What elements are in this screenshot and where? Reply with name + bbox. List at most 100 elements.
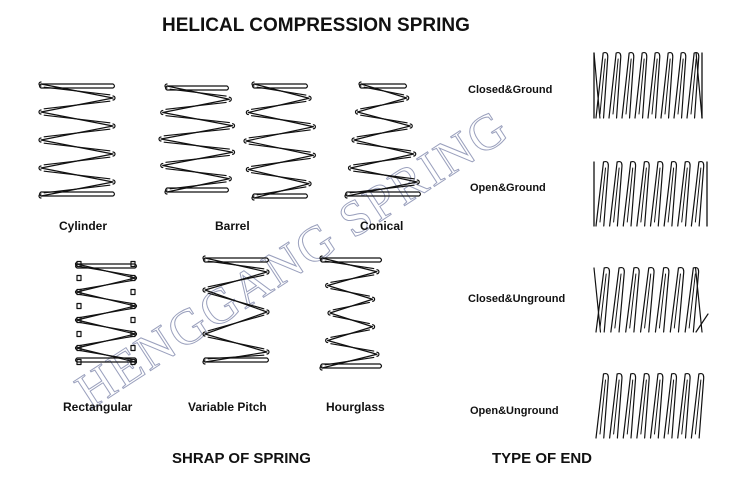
spring-coil (231, 123, 236, 129)
spring-coil (319, 255, 323, 261)
conical-spring (344, 81, 422, 199)
spring-coil (351, 137, 355, 143)
spring-coil (595, 51, 700, 119)
spring-coil (202, 359, 206, 365)
spring-coil (130, 330, 136, 338)
barrel-spring (243, 81, 316, 201)
spring-coil (308, 181, 312, 187)
spring-coil (76, 288, 82, 296)
label-open-unground: Open&Unground (470, 405, 559, 417)
spring-coil (344, 191, 422, 197)
spring-coil (112, 151, 116, 157)
spring-coil (324, 260, 375, 366)
spring-coil (599, 167, 702, 223)
spring-coil (164, 189, 168, 195)
spring-coil (38, 193, 42, 199)
closed-unground-spring (593, 266, 709, 333)
spring-coil (321, 257, 378, 369)
spring-coil (130, 358, 136, 366)
shapes-section-label: SHRAP OF SPRING (172, 450, 311, 467)
spring-coil (130, 344, 136, 352)
label-open-ground: Open&Ground (470, 182, 546, 194)
spring-coil (349, 86, 415, 194)
spring-coil (38, 137, 42, 143)
spring-coil (245, 109, 249, 116)
diagram-title: HELICAL COMPRESSION SPRING (162, 15, 470, 36)
watermark-text: HENGGANG SPRING (65, 98, 518, 419)
spring-coil (344, 193, 348, 199)
spring-coil (406, 95, 410, 101)
spring-coil (202, 357, 270, 363)
spring-coil (76, 330, 82, 338)
spring-coil (38, 83, 116, 89)
spring-coil (372, 296, 376, 302)
label-closed-unground: Closed&Unground (468, 293, 565, 305)
spring-coil (228, 176, 232, 182)
spring-coil (130, 302, 136, 310)
spring-coil (599, 379, 702, 435)
spring-coil (325, 282, 329, 289)
spring-coil (76, 302, 82, 310)
spring-coil (164, 85, 230, 91)
spring-coil (416, 179, 420, 185)
spring-coil (74, 263, 138, 269)
spring-coil (130, 316, 136, 324)
label-conical: Conical (360, 219, 403, 233)
spring-coil (354, 109, 359, 115)
spring-coil (266, 269, 270, 275)
spring-coil (164, 83, 168, 89)
spring-coil (38, 81, 42, 87)
spring-coil (266, 309, 270, 315)
spring-coil (202, 331, 206, 337)
spring-coil (251, 83, 309, 89)
spring-coil (243, 138, 247, 144)
cylinder-spring (38, 81, 116, 199)
spring-coil (245, 83, 314, 199)
spring-coil (319, 363, 383, 369)
spring-coil (595, 160, 705, 227)
spring-coil (376, 351, 380, 357)
spring-coil (76, 260, 82, 268)
variable-pitch-spring (202, 255, 270, 365)
spring-coil (160, 85, 234, 193)
ends-section-label: TYPE OF END (492, 450, 592, 467)
spring-coil (599, 273, 696, 329)
open-unground-spring (595, 372, 705, 439)
spring-coil (202, 255, 206, 261)
spring-coil (130, 288, 136, 296)
spring-coil (76, 316, 82, 324)
spring-coil (245, 166, 249, 173)
spring-coil (202, 257, 270, 263)
hourglass-spring (319, 255, 383, 371)
spring-coil (266, 349, 270, 355)
spring-coil (160, 109, 164, 116)
spring-coil (593, 267, 602, 333)
spring-coil (347, 165, 352, 171)
label-variable-pitch: Variable Pitch (188, 400, 267, 414)
spring-coil (130, 260, 136, 268)
spring-coil (695, 313, 709, 333)
spring-coil (76, 344, 82, 352)
label-rectangular: Rectangular (63, 400, 133, 414)
spring-coil (599, 58, 697, 115)
spring-coil (372, 324, 376, 330)
spring-coil (325, 337, 329, 344)
spring-coil (38, 109, 42, 115)
spring-coil (112, 123, 116, 129)
spring-coil (319, 365, 323, 371)
spring-coil (76, 358, 82, 366)
label-cylinder: Cylinder (59, 219, 107, 233)
spring-coil (251, 193, 309, 199)
spring-coil (695, 52, 703, 119)
spring-coil (593, 52, 601, 119)
spring-coil (112, 95, 116, 101)
rectangular-spring (74, 260, 138, 366)
spring-coil (160, 162, 164, 169)
spring-coil (43, 86, 111, 194)
spring-coil (112, 179, 116, 185)
spring-coil (358, 81, 362, 87)
spring-coil (207, 260, 265, 360)
spring-coil (38, 165, 42, 171)
spring-coil (40, 83, 114, 197)
spring-coil (78, 265, 134, 361)
